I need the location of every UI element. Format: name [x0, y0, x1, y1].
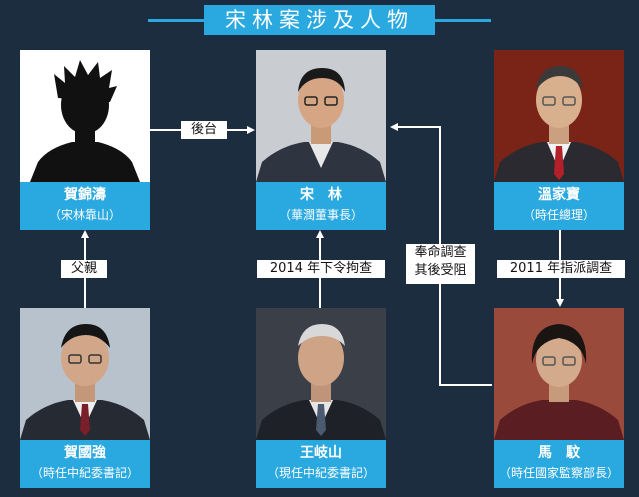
title-rule-left — [148, 19, 204, 22]
person-role: （現任中紀委書記） — [266, 466, 375, 480]
person-name: 溫家寶 — [538, 187, 580, 203]
portrait-photo — [20, 308, 150, 440]
relation-label-arrest: 2014 年下令拘查 — [257, 260, 385, 278]
person-name: 王岐山 — [300, 445, 342, 461]
title-rule-right — [435, 19, 491, 22]
portrait-photo — [494, 50, 624, 182]
portrait-photo — [256, 50, 386, 182]
name-box: 馬 馼 （時任國家監察部長） — [494, 440, 624, 488]
silhouette-photo — [20, 50, 150, 182]
card-wang-qishan: 王岐山 （現任中紀委書記） — [256, 308, 386, 488]
card-wen-jiabao: 溫家寶 （時任總理） — [494, 50, 624, 230]
person-role: （宋林靠山） — [48, 208, 121, 222]
person-name: 賀錦濤 — [64, 187, 106, 203]
card-he-guoqiang: 賀國強 （時任中紀委書記） — [20, 308, 150, 488]
person-name: 馬 馼 — [538, 445, 580, 461]
card-ma-wen: 馬 馼 （時任國家監察部長） — [494, 308, 624, 488]
person-role: （時任國家監察部長） — [498, 466, 619, 480]
portrait-photo — [256, 308, 386, 440]
person-name: 賀國強 — [64, 445, 106, 461]
name-box: 賀國強 （時任中紀委書記） — [20, 440, 150, 488]
person-name: 宋 林 — [300, 187, 342, 203]
relation-label-investigate: 奉命調查 其後受阻 — [406, 244, 475, 284]
person-role: （時任中紀委書記） — [30, 466, 139, 480]
page-title: 宋林案涉及人物 — [204, 5, 435, 35]
relation-label-backer: 後台 — [181, 121, 227, 139]
person-role: （時任總理） — [522, 208, 595, 222]
portrait-photo — [494, 308, 624, 440]
name-box: 王岐山 （現任中紀委書記） — [256, 440, 386, 488]
name-box: 宋 林 （華潤董事長） — [256, 182, 386, 230]
name-box: 賀錦濤 （宋林靠山） — [20, 182, 150, 230]
person-role: （華潤董事長） — [278, 208, 363, 222]
relation-label-investigate-line1: 奉命調查 — [414, 245, 467, 260]
name-box: 溫家寶 （時任總理） — [494, 182, 624, 230]
relation-label-father: 父親 — [61, 260, 107, 278]
card-song-lin: 宋 林 （華潤董事長） — [256, 50, 386, 230]
card-jia-jintao: 賀錦濤 （宋林靠山） — [20, 50, 150, 230]
relation-label-order: 2011 年指派調查 — [497, 260, 625, 278]
relation-label-investigate-line2: 其後受阻 — [414, 263, 467, 278]
